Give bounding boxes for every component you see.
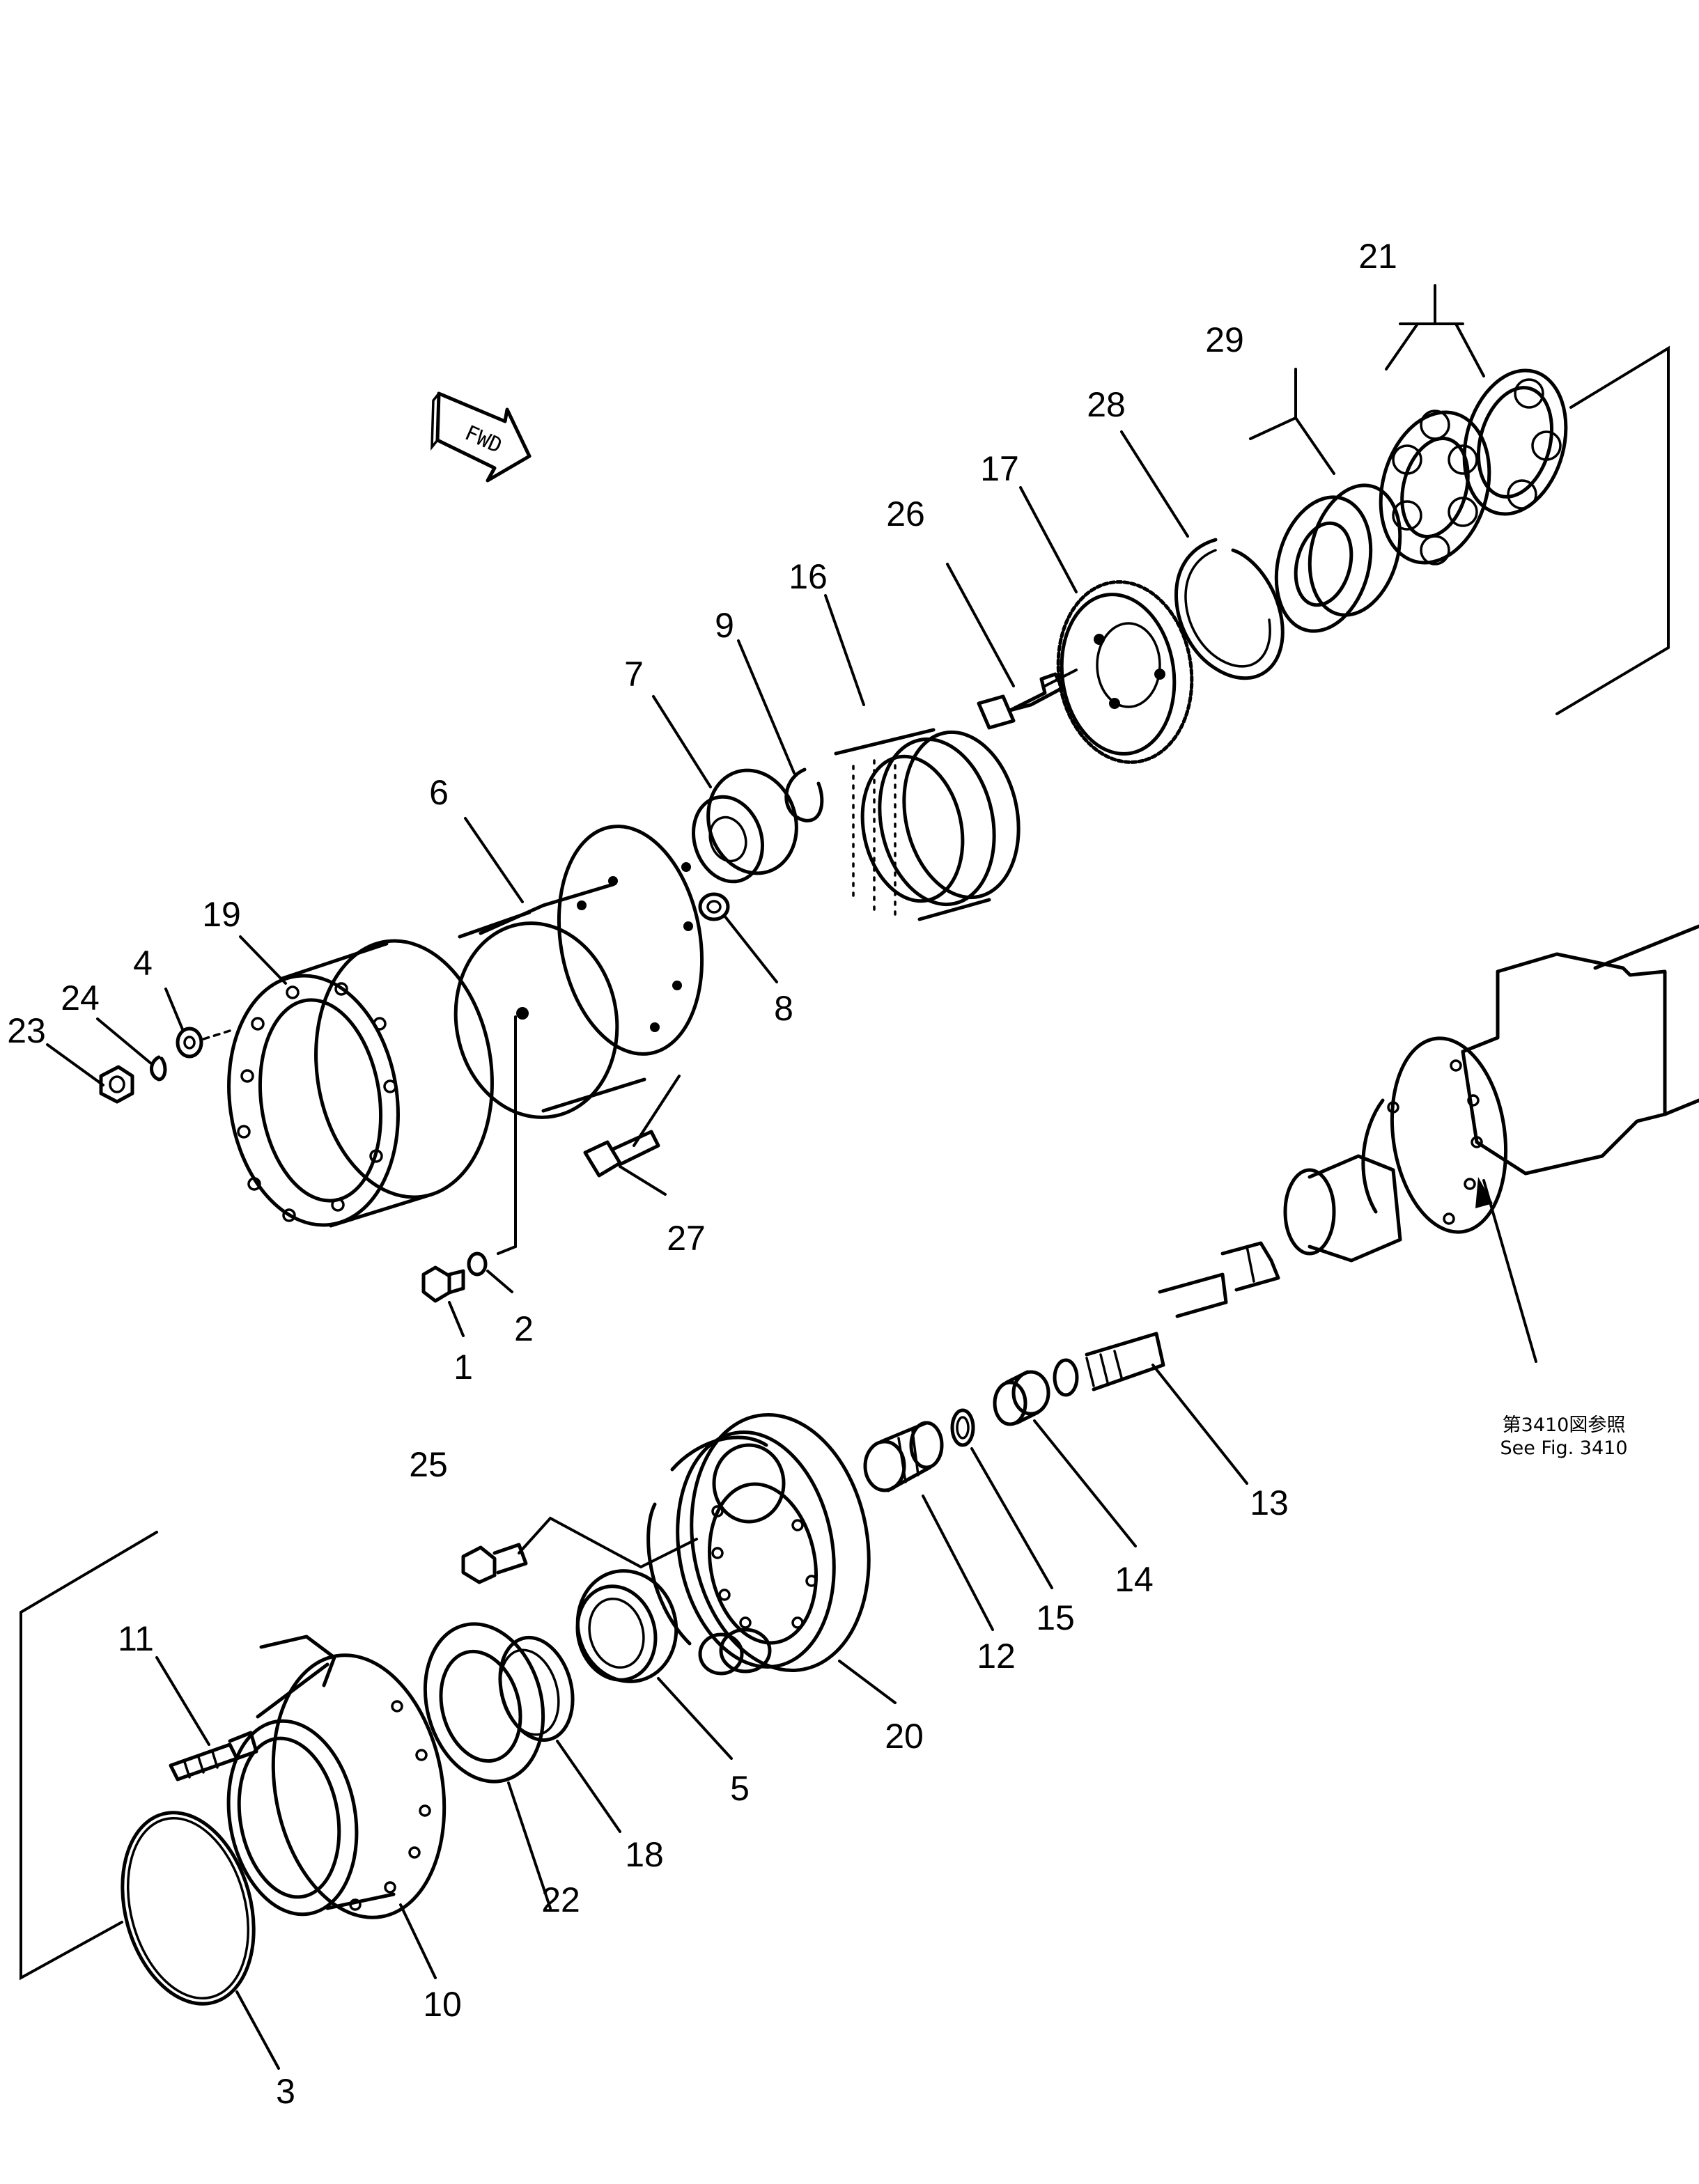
part-9-circlip: [784, 767, 824, 822]
callout-9: 9: [715, 606, 734, 645]
part-28-snap-ring: [1174, 538, 1285, 680]
top-section-bracket: [1556, 345, 1670, 715]
part-11-stud: [169, 1731, 258, 1781]
callout-8: 8: [774, 989, 793, 1028]
callout-13: 13: [1250, 1483, 1289, 1522]
part-6-housing: [453, 825, 704, 1119]
callout-labels: 1 2 3 4 5 6 7 8 9 10 11 12 13 14 15 16 1…: [7, 237, 1397, 2111]
part-1-plug: [421, 1265, 465, 1303]
callout-15: 15: [1036, 1598, 1075, 1637]
reference-japanese: 第3410図参照: [1503, 1414, 1626, 1436]
part-4-washer: [176, 1027, 231, 1059]
callout-16: 16: [789, 557, 828, 596]
callout-28: 28: [1087, 385, 1126, 424]
callout-24: 24: [61, 978, 100, 1017]
part-21-bearing-pair: [1379, 368, 1568, 566]
callout-11: 11: [118, 1619, 154, 1658]
part-12-sun-gear: [863, 1421, 944, 1492]
callout-18: 18: [625, 1835, 664, 1874]
part-14-bushing: [993, 1370, 1050, 1426]
part-24-lockwasher: [150, 1055, 167, 1082]
part-22-seal: [423, 1622, 545, 1784]
reference-note: 第3410図参照 See Fig. 3410: [1500, 1414, 1627, 1459]
callout-23: 23: [7, 1011, 46, 1050]
part-10-hub: [226, 1635, 447, 1919]
part-8-washer: [698, 892, 730, 921]
callout-leaders: [46, 284, 1485, 2070]
part-16-ring-gear: [834, 728, 1021, 921]
part-2-washer: [467, 1015, 517, 1277]
callout-10: 10: [423, 1985, 462, 2024]
callout-1: 1: [453, 1348, 473, 1387]
callout-25: 25: [409, 1445, 448, 1484]
part-26-bolt: [977, 669, 1078, 730]
part-25-bolt: [461, 1516, 698, 1584]
callout-27: 27: [667, 1219, 706, 1258]
part-29-seal-pair: [1274, 483, 1402, 633]
fwd-label: FWD: [461, 421, 506, 458]
reference-english: See Fig. 3410: [1500, 1437, 1627, 1459]
callout-19: 19: [202, 895, 241, 934]
callout-14: 14: [1115, 1560, 1154, 1599]
part-13-shaft: [1053, 1241, 1280, 1397]
part-19-drum: [227, 939, 494, 1228]
callout-20: 20: [885, 1717, 924, 1756]
callout-26: 26: [886, 494, 925, 533]
part-23-nut: [99, 1065, 134, 1104]
callout-7: 7: [624, 655, 644, 694]
bottom-section-bracket: [20, 1531, 158, 1981]
callout-6: 6: [429, 773, 449, 812]
callout-21: 21: [1358, 237, 1397, 276]
callout-22: 22: [541, 1880, 580, 1919]
part-18-ring: [498, 1635, 575, 1742]
part-7-gear: [691, 768, 798, 884]
part-15-ring: [950, 1408, 975, 1447]
callout-4: 4: [133, 944, 153, 983]
part-5-seal-ring: [575, 1569, 678, 1683]
callout-2: 2: [514, 1309, 534, 1348]
part-20-planet-carrier: [646, 1413, 871, 1676]
callout-5: 5: [730, 1769, 750, 1808]
callout-17: 17: [980, 449, 1019, 488]
callout-3: 3: [276, 2072, 295, 2111]
fwd-arrow: FWD: [430, 391, 532, 483]
callout-12: 12: [977, 1637, 1016, 1676]
part-3-o-ring: [121, 1811, 256, 2006]
part-27-bolt: [583, 1075, 681, 1178]
final-drive-case: [1283, 924, 1699, 1363]
callout-29: 29: [1205, 320, 1244, 359]
